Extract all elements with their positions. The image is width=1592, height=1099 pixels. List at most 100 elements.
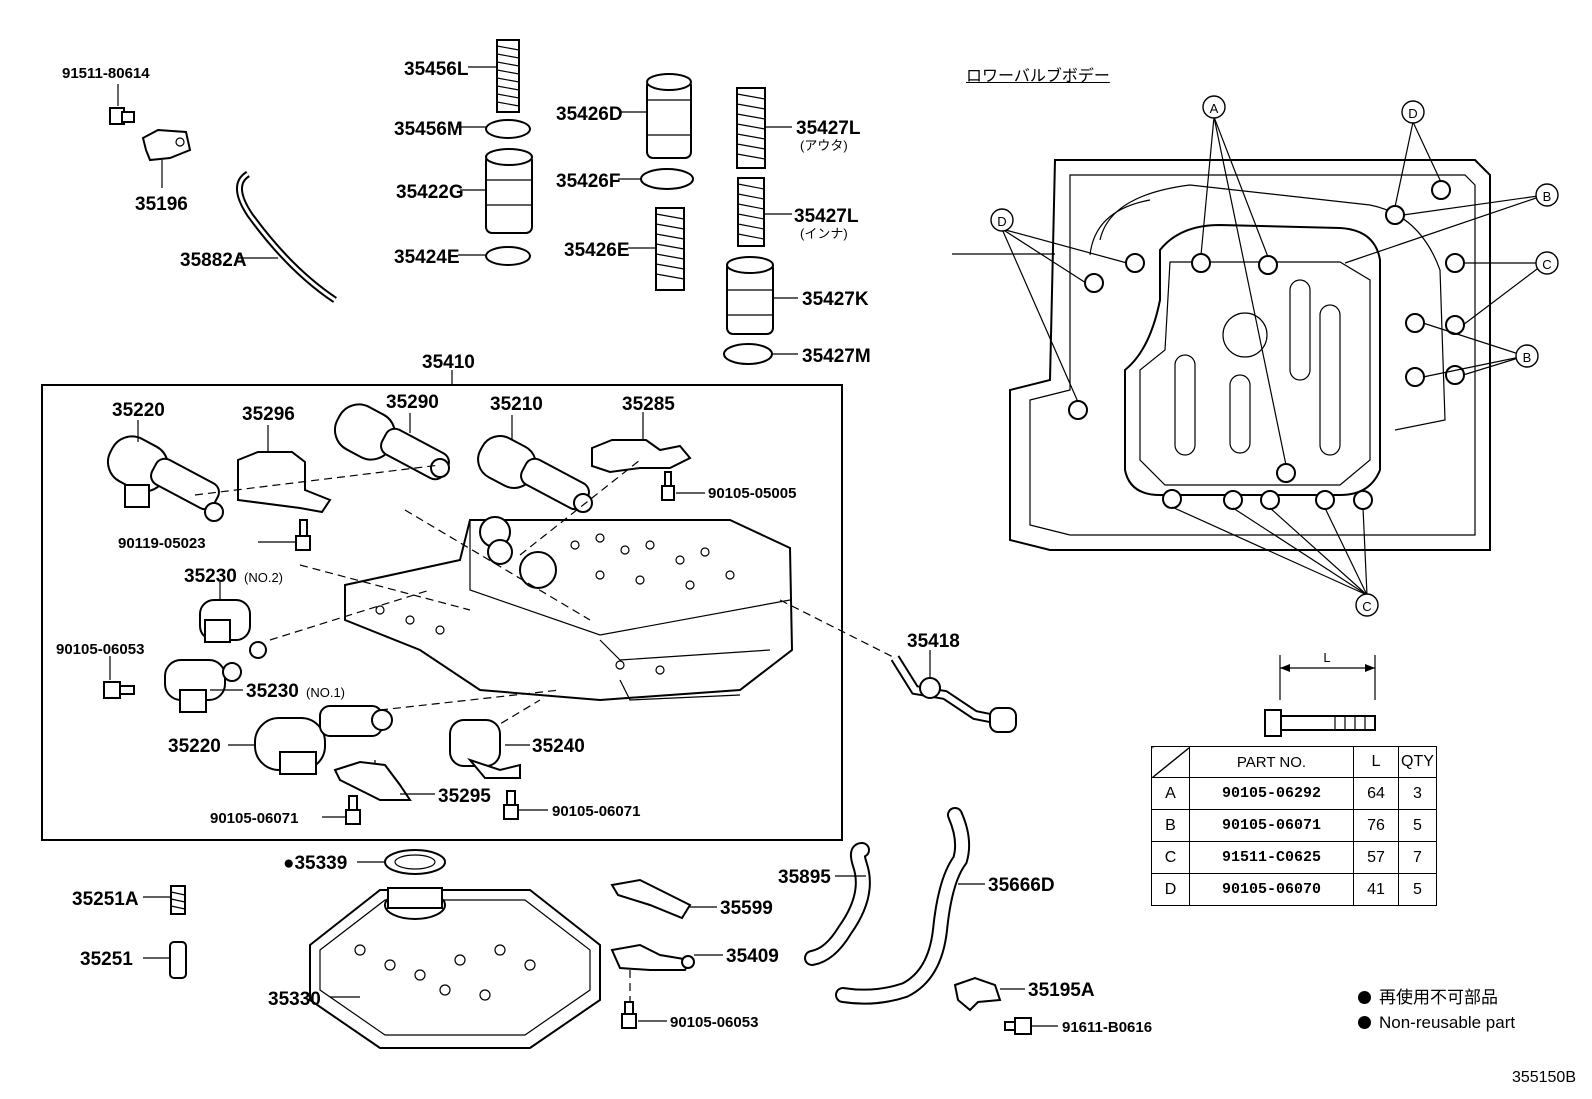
bolt-spec-table: PART NO. L QTY A 90105-06292 64 3 B 9010… xyxy=(1151,746,1437,906)
callout-35426d: 35426D xyxy=(556,104,623,125)
bracket-35295-drawing xyxy=(333,760,412,801)
clamp-35195a-drawing xyxy=(953,976,1002,1012)
callout-35424e: 35424E xyxy=(394,247,460,268)
hose-35895-drawing xyxy=(804,842,871,966)
callout-35666d: 35666D xyxy=(988,875,1055,896)
bullet-icon xyxy=(1358,1016,1371,1029)
marker-c-bottom: C xyxy=(1355,593,1379,617)
spring-35456l-drawing xyxy=(496,39,520,113)
callout-35427l-outer: 35427L xyxy=(796,118,861,139)
lower-valve-body-drawing xyxy=(1009,159,1491,551)
strainer-35330-drawing xyxy=(309,887,601,1049)
bracket-35599-drawing xyxy=(610,878,692,920)
callout-35427l-inner: 35427L xyxy=(794,206,859,227)
marker-c-right: C xyxy=(1535,251,1559,275)
callout-35290: 35290 xyxy=(386,392,439,413)
legend-item-en: Non-reusable part xyxy=(1358,1010,1515,1035)
row-mark: B xyxy=(1151,809,1190,842)
bullet-icon xyxy=(1358,991,1371,1004)
row-qty: 5 xyxy=(1398,873,1437,906)
pipe-35418-drawing xyxy=(890,655,1017,733)
row-length: 76 xyxy=(1353,809,1399,842)
callout-35427m: 35427M xyxy=(802,346,871,367)
bolt-90105-05005-drawing xyxy=(661,471,675,501)
callout-91511-80614: 91511-80614 xyxy=(62,65,150,82)
marker-leaders xyxy=(1001,116,1546,596)
solenoid-35210-drawing xyxy=(477,435,593,513)
callout-90105-06071-right: 90105-06071 xyxy=(552,803,640,820)
section-title: ロワーバルブボデー xyxy=(966,68,1110,85)
callout-35426e: 35426E xyxy=(564,240,630,261)
table-header-corner xyxy=(1151,746,1190,778)
sleeve-35422g-drawing xyxy=(485,148,533,234)
callout-35427k: 35427K xyxy=(802,289,869,310)
solenoid-35230-no2-drawing xyxy=(199,599,267,659)
bolt-90105-06053-lower-drawing xyxy=(621,1001,637,1029)
row-length: 57 xyxy=(1353,841,1399,874)
callout-outer-note: (アウタ) xyxy=(800,138,848,153)
row-length: 64 xyxy=(1353,777,1399,810)
marker-d-top: D xyxy=(1401,100,1425,124)
row-part-no: 90105-06071 xyxy=(1189,809,1354,842)
callout-90119-05023: 90119-05023 xyxy=(118,535,206,552)
bolt-90105-06071-right-drawing xyxy=(503,790,519,820)
table-row: A 90105-06292 64 3 xyxy=(1151,777,1437,810)
callout-35230-no2: 35230 xyxy=(184,566,237,587)
callout-35240: 35240 xyxy=(532,736,585,757)
callout-inner-note: (インナ) xyxy=(800,226,848,241)
callout-91611-b0616: 91611-B0616 xyxy=(1062,1019,1152,1036)
marker-a: A xyxy=(1202,95,1226,119)
spring-35426e-drawing xyxy=(655,207,685,291)
callout-90105-06053-lower: 90105-06053 xyxy=(670,1014,758,1031)
callout-35456m: 35456M xyxy=(394,119,463,140)
solenoid-35220-lower-drawing xyxy=(254,705,393,775)
callout-35330: 35330 xyxy=(268,989,321,1010)
callout-35220-lower: 35220 xyxy=(168,736,221,757)
bolt-91511-80614-drawing xyxy=(109,107,135,125)
legend: 再使用不可部品 Non-reusable part xyxy=(1358,985,1515,1035)
callout-35456l: 35456L xyxy=(404,59,469,80)
table-header-qty: QTY xyxy=(1398,746,1437,778)
svg-text:D: D xyxy=(1408,106,1417,121)
plug-35426d-drawing xyxy=(646,73,692,159)
callout-35196: 35196 xyxy=(135,194,188,215)
callouts: 91511-80614 35196 35882A 35456L 35456M 3… xyxy=(56,59,1152,1036)
table-header-row: PART NO. L QTY xyxy=(1151,746,1437,778)
solenoid-35220-upper-drawing xyxy=(106,435,224,522)
clamp-35196-drawing xyxy=(141,128,192,162)
row-part-no: 90105-06070 xyxy=(1189,873,1354,906)
callout-35410: 35410 xyxy=(422,352,475,373)
row-part-no: 91511-C0625 xyxy=(1189,841,1354,874)
spring-35427l-inner-drawing xyxy=(737,177,765,247)
svg-text:B: B xyxy=(1543,189,1552,204)
callout-35409: 35409 xyxy=(726,946,779,967)
spring-35251a-drawing xyxy=(170,885,186,915)
marker-b-right: B xyxy=(1515,344,1539,368)
callout-35422g: 35422G xyxy=(396,182,464,203)
callout-35296: 35296 xyxy=(242,404,295,425)
hose-35666d-drawing xyxy=(835,807,971,1005)
bolt-90105-06071-left-drawing xyxy=(345,795,361,825)
bolt-length-figure: L xyxy=(1264,650,1376,737)
callout-35882a: 35882A xyxy=(180,250,247,271)
diagram-id: 355150B xyxy=(1511,1069,1576,1086)
table-row: D 90105-06070 41 5 xyxy=(1151,873,1437,906)
solenoid-35240-drawing xyxy=(449,719,521,779)
callout-90105-05005: 90105-05005 xyxy=(708,485,796,502)
table-row: C 91511-C0625 57 7 xyxy=(1151,841,1437,874)
row-mark: D xyxy=(1151,873,1190,906)
bolt-91611-b0616-drawing xyxy=(1004,1017,1032,1035)
row-qty: 3 xyxy=(1398,777,1437,810)
callout-35195a: 35195A xyxy=(1028,980,1095,1001)
row-qty: 5 xyxy=(1398,809,1437,842)
svg-text:L: L xyxy=(1323,650,1330,665)
marker-b-top: B xyxy=(1535,183,1559,207)
table-header-part-no: PART NO. xyxy=(1189,746,1354,778)
callout-90105-06053-upper: 90105-06053 xyxy=(56,641,144,658)
solenoid-35230-no1-drawing xyxy=(164,659,242,713)
callout-no1-note: (NO.1) xyxy=(306,685,345,700)
legend-item-jp: 再使用不可部品 xyxy=(1358,985,1515,1010)
solenoid-35290-drawing xyxy=(333,403,450,481)
callout-35220-upper: 35220 xyxy=(112,400,165,421)
